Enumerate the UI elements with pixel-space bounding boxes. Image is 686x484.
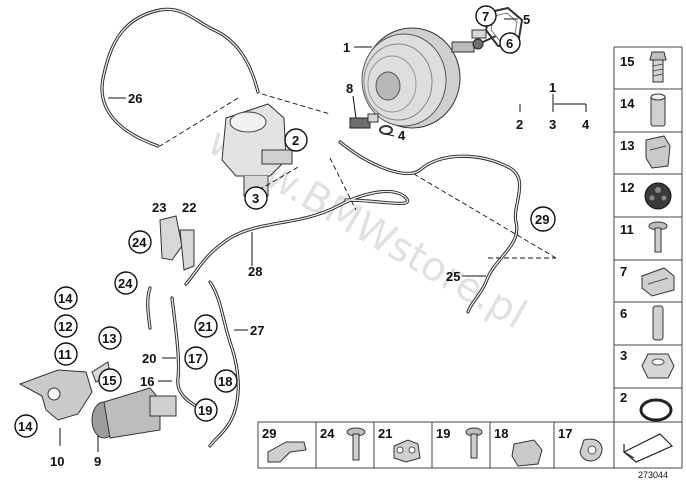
image-number: 273044 [638, 470, 668, 480]
bottom-legend-19: 19 [436, 426, 450, 441]
side-legend-12: 12 [620, 180, 634, 195]
callout-23: 23 [152, 200, 166, 215]
svg-text:29: 29 [535, 212, 549, 227]
svg-text:11: 11 [58, 347, 72, 362]
callout-25: 25 [446, 269, 460, 284]
svg-text:7: 7 [482, 9, 489, 24]
side-legend-14: 14 [620, 96, 635, 111]
bottom-legend-17: 17 [558, 426, 572, 441]
hex-nut-icon [641, 353, 675, 379]
hose-clip-icon [267, 441, 307, 463]
svg-text:12: 12 [58, 319, 72, 334]
side-legend: 15 14 13 12 11 7 6 3 2 [613, 46, 683, 432]
callout-4: 4 [398, 128, 406, 143]
callout-13: 13 [98, 326, 122, 350]
callout-17: 17 [184, 346, 208, 370]
flange-bolt-icon [465, 427, 483, 459]
tree-child-3: 4 [582, 117, 590, 132]
svg-text:3: 3 [252, 191, 259, 206]
callout-26: 26 [128, 91, 142, 106]
svg-text:18: 18 [218, 374, 232, 389]
callout-21: 21 [194, 314, 218, 338]
callout-20: 20 [142, 351, 156, 366]
side-legend-13: 13 [620, 138, 634, 153]
tree-root: 1 [549, 80, 556, 95]
svg-text:14: 14 [58, 291, 73, 306]
bottom-legend-29: 29 [262, 426, 276, 441]
callouts: 1 5 7 6 8 4 2 3 26 23 22 24 24 28 29 25 … [14, 5, 556, 469]
spring-clip-icon [641, 267, 675, 297]
callout-24a: 24 [128, 230, 152, 254]
brake-fluid-reservoir [221, 103, 293, 197]
bottom-legend-24: 24 [320, 426, 335, 441]
rubber-mount-icon [644, 182, 672, 210]
tree-child-1: 2 [516, 117, 523, 132]
bolt-icon [649, 51, 667, 83]
callout-7: 7 [475, 5, 497, 27]
svg-text:21: 21 [198, 319, 212, 334]
leader-lines [59, 18, 587, 452]
direction-arrow-icon [622, 433, 674, 463]
screw-icon [648, 221, 668, 253]
callout-11: 11 [54, 342, 78, 366]
callout-22: 22 [182, 200, 196, 215]
callout-3: 3 [244, 186, 268, 210]
vacuum-pump [91, 387, 177, 439]
brake-booster [361, 27, 497, 129]
side-legend-7: 7 [620, 264, 627, 279]
side-legend-3: 3 [620, 348, 627, 363]
callout-1: 1 [343, 40, 350, 55]
pipe-clamp-icon [579, 438, 603, 462]
side-legend-11: 11 [620, 222, 634, 237]
callout-6: 6 [499, 32, 521, 54]
callout-24b: 24 [114, 271, 138, 295]
svg-text:17: 17 [188, 351, 202, 366]
side-legend-2: 2 [620, 390, 627, 405]
bottom-legend-18: 18 [494, 426, 508, 441]
hoses-and-lines [100, 7, 522, 448]
tree-child-2: 3 [549, 117, 556, 132]
pin-icon [652, 305, 664, 341]
clip-nut-icon [645, 135, 671, 169]
svg-text:6: 6 [506, 36, 513, 51]
seal-ring [379, 125, 393, 135]
side-legend-15: 15 [620, 54, 634, 69]
svg-text:13: 13 [102, 331, 116, 346]
callout-12: 12 [54, 314, 78, 338]
torx-screw-icon [346, 427, 366, 461]
side-legend-6: 6 [620, 306, 627, 321]
callout-14a: 14 [54, 286, 78, 310]
svg-text:15: 15 [102, 373, 116, 388]
svg-text:19: 19 [198, 403, 212, 418]
callout-29: 29 [530, 206, 556, 232]
clip-near-booster [471, 29, 487, 50]
callout-14b: 14 [14, 414, 38, 438]
double-clip-icon [393, 439, 421, 463]
svg-text:2: 2 [292, 133, 299, 148]
callout-10: 10 [50, 454, 64, 469]
o-ring-icon [639, 398, 673, 422]
sleeve-icon [650, 93, 666, 127]
callout-28: 28 [248, 264, 262, 279]
callout-5: 5 [523, 12, 530, 27]
callout-16: 16 [140, 374, 154, 389]
callout-19: 19 [194, 398, 218, 422]
callout-15: 15 [98, 368, 122, 392]
svg-text:24: 24 [118, 276, 133, 291]
vacuum-sensor [349, 113, 379, 129]
line-bracket [159, 215, 195, 271]
callout-18: 18 [214, 369, 238, 393]
bottom-legend-21: 21 [378, 426, 392, 441]
assembly-tree: 1 2 3 4 [516, 80, 590, 132]
clip-nut-icon-small [511, 439, 543, 467]
callout-2: 2 [284, 128, 308, 152]
callout-27: 27 [250, 323, 264, 338]
pump-bracket [18, 361, 111, 421]
svg-text:14: 14 [18, 419, 33, 434]
bottom-legend: 29 24 21 19 18 17 [257, 421, 683, 469]
svg-text:24: 24 [132, 235, 147, 250]
callout-8: 8 [346, 81, 353, 96]
callout-9: 9 [94, 454, 101, 469]
